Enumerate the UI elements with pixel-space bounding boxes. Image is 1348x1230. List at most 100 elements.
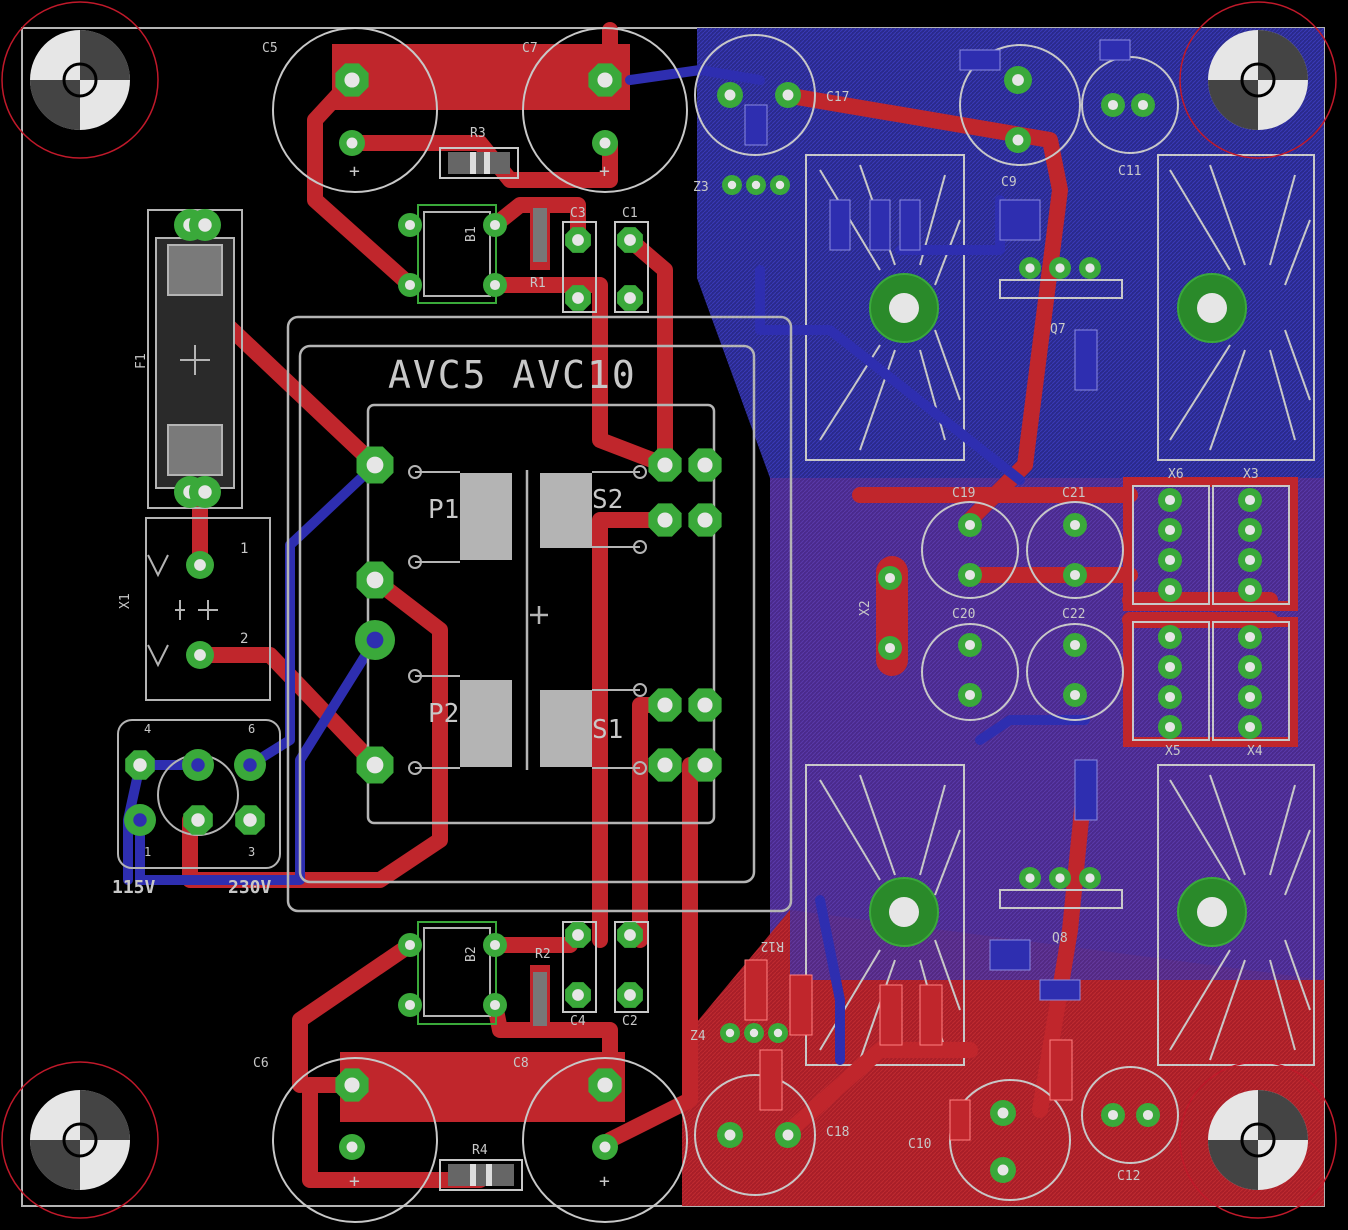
label-c8: C8 — [513, 1056, 529, 1071]
pad-drill — [346, 1141, 358, 1153]
cap-strap-top — [332, 44, 630, 110]
label-r2: R2 — [535, 947, 551, 962]
label-s1: S1 — [592, 715, 623, 745]
pad-drill — [1244, 661, 1256, 673]
pad-drill — [489, 219, 501, 231]
pad-drill — [191, 758, 205, 772]
pad-drill — [1164, 721, 1176, 733]
pad-drill — [1164, 554, 1176, 566]
resistors — [439, 147, 550, 1191]
pad-drill — [1107, 1109, 1119, 1121]
terminal-block-strap — [1123, 477, 1298, 611]
pad-drill — [572, 234, 584, 246]
label-c20: C20 — [952, 607, 975, 622]
pad-drill — [243, 758, 257, 772]
pad-drill — [404, 939, 416, 951]
pad-drill — [1142, 1109, 1154, 1121]
pad-drill — [489, 999, 501, 1011]
polarity-c6: + — [349, 1171, 360, 1192]
label-q7: Q7 — [1050, 322, 1066, 337]
pad-drill — [133, 758, 147, 772]
label-115v: 115V — [112, 877, 156, 898]
pad-drill — [964, 639, 976, 651]
fuse-holder-f1 — [147, 209, 243, 509]
pad-drill — [1164, 494, 1176, 506]
pad-drill — [1069, 639, 1081, 651]
pad-drill — [697, 512, 713, 528]
pad-drill — [1164, 584, 1176, 596]
pad-drill — [1164, 631, 1176, 643]
terminal-block-strap-2 — [1123, 617, 1298, 747]
label-c21: C21 — [1062, 486, 1085, 501]
pad-drill — [751, 180, 761, 190]
label-pin4-sel: 4 — [144, 722, 151, 736]
label-transformer-title: AVC5 AVC10 — [388, 353, 637, 397]
pad-drill — [1055, 873, 1065, 883]
pad-drill — [697, 457, 713, 473]
bottom-pour-upper — [697, 28, 1324, 478]
pad-drill — [1244, 631, 1256, 643]
silkscreen-text: AVC5 AVC10 P1 P2 S1 S2 115V 230V 1 3 4 6… — [112, 41, 1263, 1192]
label-s2: S2 — [592, 485, 623, 515]
polarity-c8: + — [599, 1171, 610, 1192]
label-c17: C17 — [826, 90, 849, 105]
label-230v: 230V — [228, 877, 272, 898]
label-x1-pin2: 2 — [240, 631, 248, 647]
mount-hole-br — [1179, 1061, 1337, 1219]
label-f1: F1 — [134, 353, 149, 369]
label-c10: C10 — [908, 1137, 931, 1152]
pad-drill — [697, 757, 713, 773]
pad-drill — [1244, 691, 1256, 703]
label-z3: Z3 — [693, 180, 709, 195]
pad-drill — [572, 292, 584, 304]
pad-drill — [624, 234, 636, 246]
pad-drill — [194, 559, 206, 571]
pad-drill — [1055, 263, 1065, 273]
pad-drill — [1244, 554, 1256, 566]
pad-drill — [1069, 519, 1081, 531]
label-x5: X5 — [1165, 744, 1181, 759]
label-r4: R4 — [472, 1143, 488, 1158]
heatsink-lower — [805, 764, 1315, 1066]
pad-drill — [1012, 74, 1024, 86]
smd-parts — [744, 39, 1131, 1001]
pad-drill — [489, 279, 501, 291]
pad-drill — [489, 939, 501, 951]
pad-drill — [597, 1077, 613, 1093]
pad-drill — [1085, 873, 1095, 883]
label-x4: X4 — [1247, 744, 1263, 759]
bridge-b2 — [417, 921, 497, 1025]
transformer-outline — [286, 315, 793, 913]
pad-drill — [775, 180, 785, 190]
pad-drill — [572, 989, 584, 1001]
pad-drill — [657, 512, 673, 528]
label-p1: P1 — [428, 495, 459, 525]
pad-drill — [997, 1107, 1009, 1119]
label-c22: C22 — [1062, 607, 1085, 622]
label-c12: C12 — [1117, 1169, 1140, 1184]
regulators — [999, 279, 1123, 909]
pad-drill — [191, 813, 205, 827]
pad-drill — [404, 279, 416, 291]
pad-drill — [1164, 661, 1176, 673]
pad-drill — [198, 485, 212, 499]
pad-drill — [884, 642, 896, 654]
polarity-c5: + — [349, 161, 360, 182]
label-c11: C11 — [1118, 164, 1141, 179]
label-pin3-sel: 3 — [248, 845, 255, 859]
pad-drill — [243, 813, 257, 827]
pad-drill — [1137, 99, 1149, 111]
mount-hole-bl — [1, 1061, 159, 1219]
pad-drill — [572, 929, 584, 941]
pad-drill — [1244, 494, 1256, 506]
label-pin1-sel: 1 — [144, 845, 151, 859]
pad-drill — [749, 1028, 759, 1038]
pad-drill — [782, 89, 794, 101]
pad-drill — [1244, 524, 1256, 536]
label-c9: C9 — [1001, 175, 1017, 190]
label-c4: C4 — [570, 1014, 586, 1029]
transformer-windings — [460, 473, 592, 767]
label-x2: X2 — [858, 600, 873, 616]
label-c3: C3 — [570, 206, 586, 221]
label-c19: C19 — [952, 486, 975, 501]
